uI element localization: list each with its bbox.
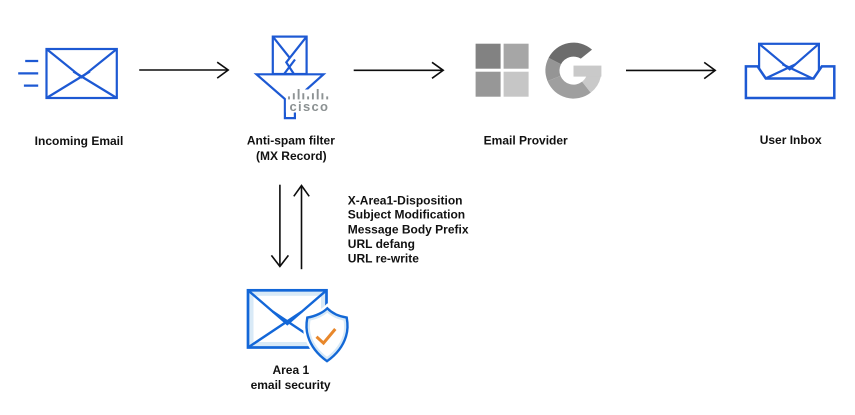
svg-text:Anti-spam filter: Anti-spam filter bbox=[247, 134, 335, 148]
svg-text:email security: email security bbox=[251, 378, 331, 392]
svg-text:Message Body Prefix: Message Body Prefix bbox=[348, 223, 469, 237]
svg-text:Subject Modification: Subject Modification bbox=[348, 208, 465, 222]
svg-text:Incoming Email: Incoming Email bbox=[35, 134, 124, 148]
svg-text:(MX Record): (MX Record) bbox=[256, 149, 327, 163]
svg-text:cisco: cisco bbox=[290, 99, 330, 114]
svg-text:URL defang: URL defang bbox=[348, 237, 415, 251]
svg-text:User Inbox: User Inbox bbox=[760, 133, 822, 147]
svg-text:URL re-write: URL re-write bbox=[348, 252, 419, 266]
svg-text:Email Provider: Email Provider bbox=[484, 133, 568, 147]
svg-text:X-Area1-Disposition: X-Area1-Disposition bbox=[348, 193, 463, 207]
svg-text:Area 1: Area 1 bbox=[272, 363, 309, 377]
